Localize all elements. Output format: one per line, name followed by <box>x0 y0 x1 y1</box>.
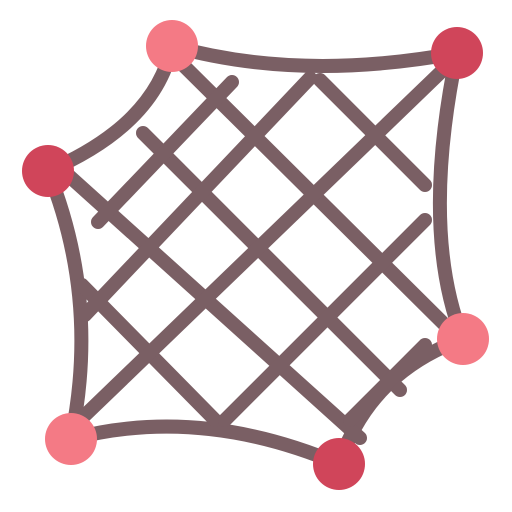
mesh-line <box>218 213 432 427</box>
mesh-line <box>73 63 450 427</box>
frame-edge-right <box>432 46 470 346</box>
node-right <box>437 313 489 365</box>
mesh-line <box>78 71 317 322</box>
net-mesh <box>61 53 452 445</box>
mesh-line <box>61 168 367 445</box>
node-left <box>22 145 74 197</box>
node-bottom-left <box>45 413 97 465</box>
frame-edge-left <box>41 164 89 446</box>
mesh-line <box>136 126 407 397</box>
mesh-line <box>91 75 239 229</box>
node-top-left <box>146 20 198 72</box>
node-top-right <box>431 27 483 79</box>
frame-edge-bottom-right <box>332 332 470 471</box>
node-bottom-right <box>313 438 365 490</box>
mesh-line <box>343 338 432 427</box>
frame-edge-top <box>165 39 464 73</box>
net-nodes <box>22 20 489 490</box>
frame-edge-bottom <box>64 419 346 471</box>
